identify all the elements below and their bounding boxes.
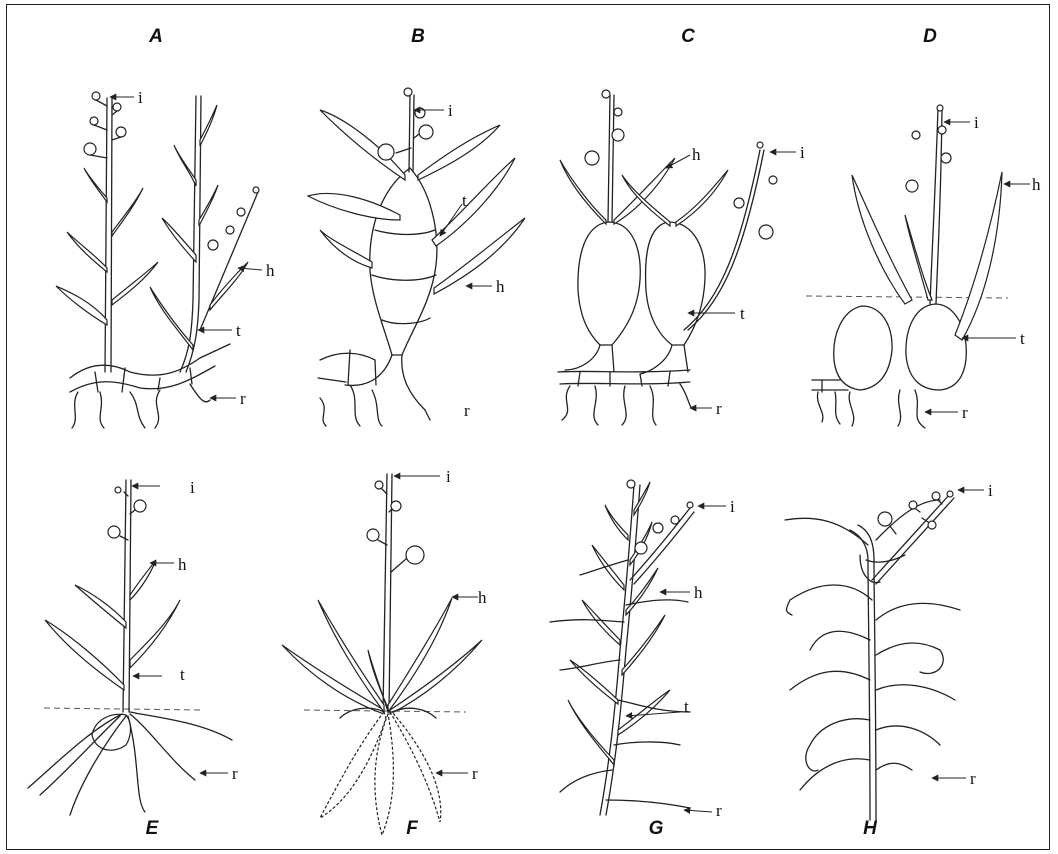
label-e-root: r — [232, 764, 238, 783]
panel-e-illustration: i h t r — [28, 478, 238, 815]
panel-h-illustration: i r — [785, 481, 993, 820]
panel-g-illustration: i h t r — [550, 480, 735, 820]
panel-title-a: A — [148, 26, 163, 47]
label-d-stem: t — [1020, 329, 1025, 348]
label-b-leaf: h — [496, 277, 505, 296]
label-c-leaf: h — [692, 145, 701, 164]
label-e-inflorescence: i — [190, 478, 195, 497]
panel-title-h: H — [863, 818, 878, 839]
label-h-inflorescence: i — [988, 481, 993, 500]
panel-title-g: G — [649, 818, 664, 839]
label-d-inflorescence: i — [974, 113, 979, 132]
label-b-root: r — [464, 401, 470, 420]
label-h-root: r — [970, 769, 976, 788]
panel-a-illustration: i h t r — [56, 88, 275, 428]
label-c-stem: t — [740, 304, 745, 323]
label-f-inflorescence: i — [446, 467, 451, 486]
panel-d-illustration: i h t r — [806, 105, 1041, 428]
label-g-inflorescence: i — [730, 497, 735, 516]
label-d-leaf: h — [1032, 175, 1041, 194]
label-g-stem: t — [684, 697, 689, 716]
label-g-root: r — [716, 801, 722, 820]
panel-b-illustration: i t h r — [308, 88, 525, 426]
label-b-inflorescence: i — [448, 101, 453, 120]
label-e-stem: t — [180, 665, 185, 684]
panel-title-f: F — [406, 818, 419, 839]
panel-title-e: E — [146, 818, 160, 839]
panel-title-d: D — [923, 26, 937, 47]
label-f-root: r — [472, 764, 478, 783]
label-a-root: r — [240, 389, 246, 408]
label-g-leaf: h — [694, 583, 703, 602]
label-a-leaf: h — [266, 261, 275, 280]
label-f-leaf: h — [478, 588, 487, 607]
panel-f-illustration: i h r — [282, 467, 487, 835]
label-e-leaf: h — [178, 555, 187, 574]
panel-title-c: C — [681, 26, 695, 47]
label-c-inflorescence: i — [800, 143, 805, 162]
label-c-root: r — [716, 399, 722, 418]
panel-title-b: B — [411, 26, 425, 47]
label-b-stem: t — [462, 191, 467, 210]
label-a-stem: t — [236, 321, 241, 340]
panel-c-illustration: i h t r — [558, 90, 805, 425]
label-d-root: r — [962, 403, 968, 422]
label-a-inflorescence: i — [138, 88, 143, 107]
